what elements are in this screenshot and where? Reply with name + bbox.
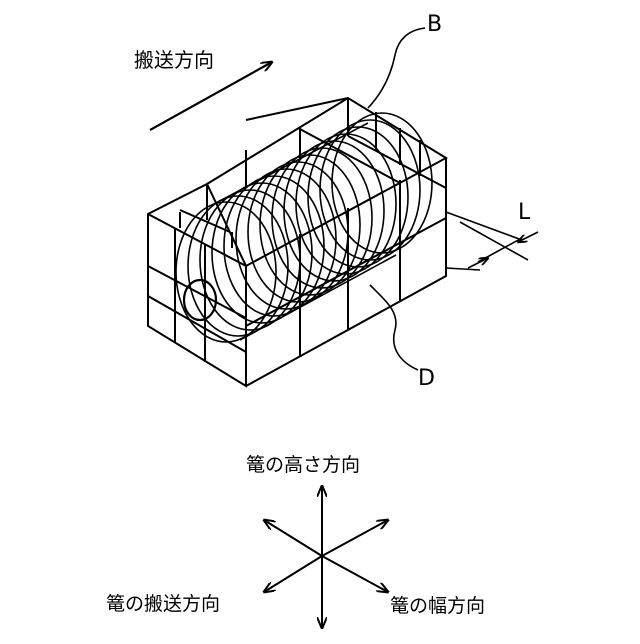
- width-axis-arrow: [322, 556, 388, 592]
- orientation-legend: [264, 486, 388, 628]
- leader-D: [370, 285, 418, 370]
- reference-B-label: B: [427, 14, 442, 36]
- conveyance-axis-arrow-up: [264, 520, 322, 556]
- conveyance-axis-arrow: [264, 556, 322, 592]
- reference-L-label: L: [518, 202, 530, 224]
- leader-B: [368, 28, 425, 108]
- width-axis-arrow-up: [322, 520, 388, 556]
- cage-frame: [148, 98, 446, 386]
- height-direction-label: 篭の高さ方向: [246, 456, 360, 475]
- width-direction-label: 篭の幅方向: [390, 597, 485, 616]
- coil: [176, 113, 432, 342]
- conveyance-direction-label: 搬送方向: [134, 50, 214, 70]
- conveyance-arrow: [150, 62, 272, 130]
- cage-conveyance-direction-label: 篭の搬送方向: [106, 595, 220, 614]
- reference-D-label: D: [418, 368, 435, 390]
